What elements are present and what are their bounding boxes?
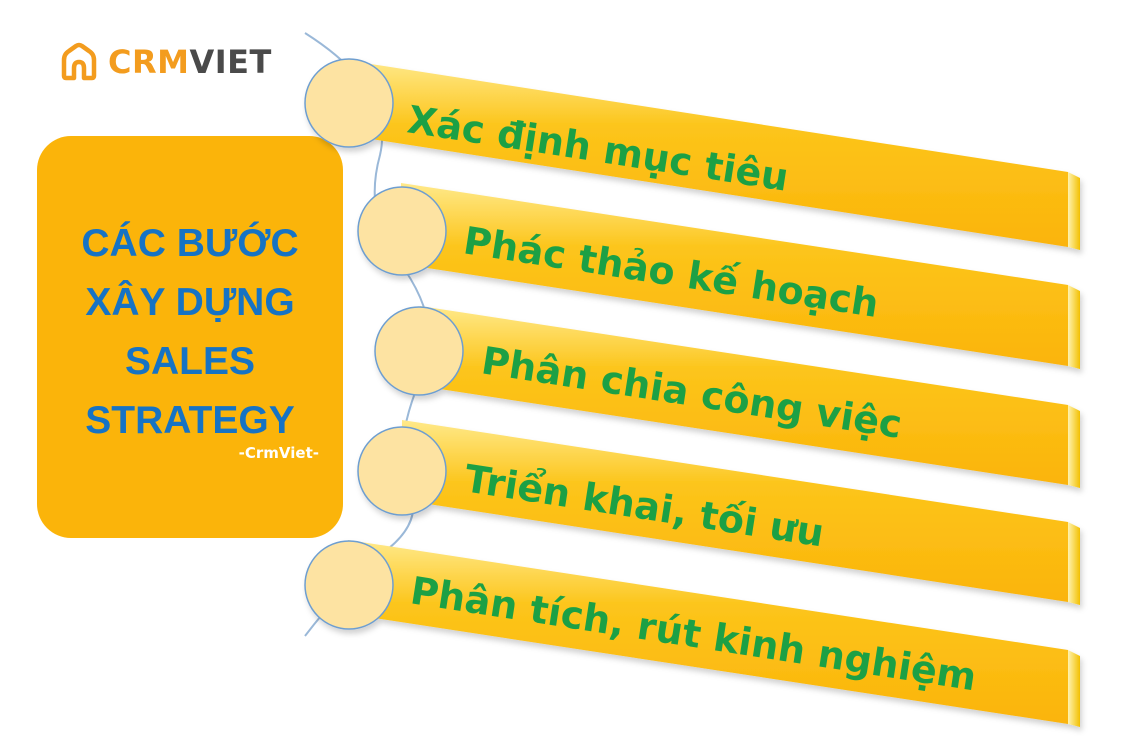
logo-text-crm: CRM [108, 43, 190, 81]
step-3-bar [420, 306, 1068, 485]
step-1-bar-side [1068, 172, 1080, 250]
title-subtitle: -CrmViet- [238, 444, 319, 462]
step-4-circle [357, 426, 447, 516]
logo-text-viet: VIET [189, 43, 272, 81]
step-2-bar [401, 183, 1068, 366]
step-3-bar-side [1068, 405, 1080, 488]
logo: CRMVIET [58, 42, 272, 82]
step-1-circle [304, 58, 394, 148]
title-card: CÁC BƯỚC XÂY DỰNG SALES STRATEGY -CrmVie… [37, 136, 343, 538]
step-1-bar [345, 60, 1068, 247]
step-2-circle [357, 186, 447, 276]
step-2-bar-side [1068, 285, 1080, 369]
step-5-bar-side [1068, 650, 1080, 727]
step-5-bar [348, 540, 1068, 724]
house-arch-icon [61, 42, 97, 81]
step-5-circle [304, 540, 394, 630]
step-4-bar-side [1068, 522, 1080, 605]
step-3-circle [374, 306, 464, 396]
logo-text: CRMVIET [108, 42, 272, 82]
step-4-bar [402, 420, 1068, 602]
title-text: CÁC BƯỚC XÂY DỰNG SALES STRATEGY [81, 222, 299, 442]
